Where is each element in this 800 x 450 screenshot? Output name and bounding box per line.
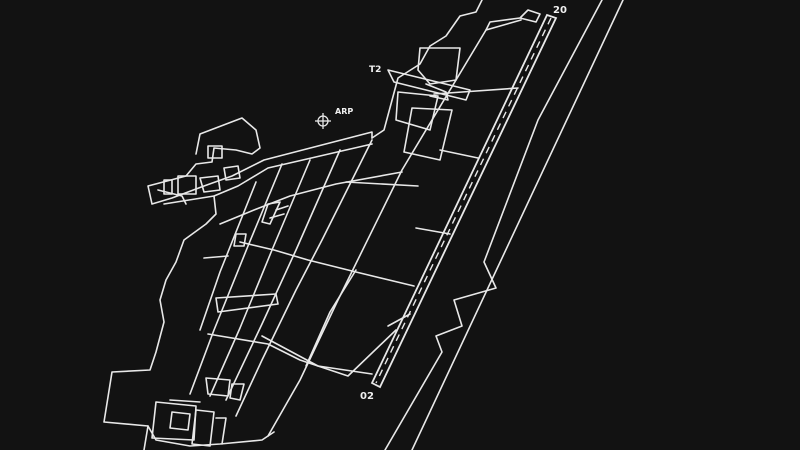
airport-boundary-east [384,0,603,450]
perimeter-road-east [411,0,624,450]
apron-road-lower [163,143,373,205]
airport-boundary-west [103,195,217,450]
building-cluster-south [147,377,275,447]
airport-boundary-north [371,0,483,139]
arp-label: ARP [335,107,353,116]
runway-end-loop-north [485,9,541,31]
apron-road-main [147,117,373,205]
terminal-t2-apron [387,47,519,161]
apron-stands-middle [215,201,289,313]
runway-end-label-south: 02 [360,391,374,402]
runway-end-label-north: 20 [553,5,567,16]
taxiway-grid [189,139,451,417]
building-cluster-west [157,145,241,205]
parallel-taxiway [267,19,522,437]
runway [370,13,558,389]
terminal-label: T2 [369,65,381,75]
crosshair-circle-icon [315,113,331,129]
